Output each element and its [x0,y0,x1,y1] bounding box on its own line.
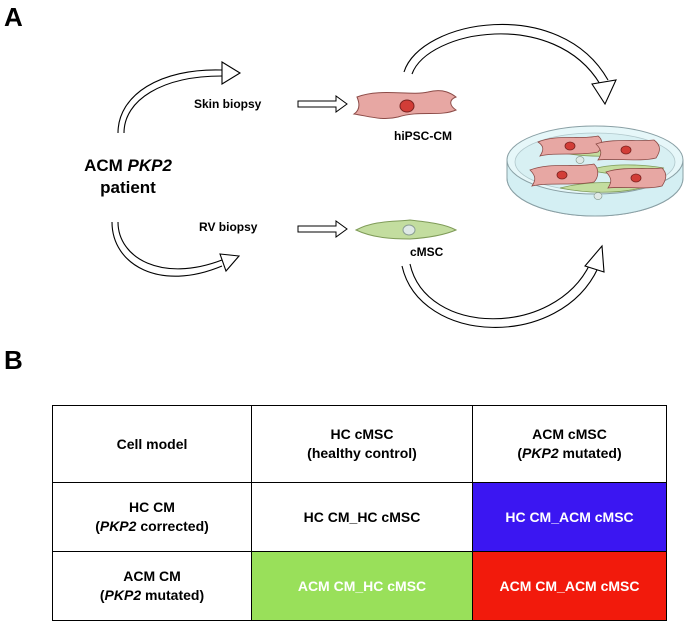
cell-acm-cm-hc-cmsc: ACM CM_HC cMSC [251,551,473,621]
row-hc-cm-rest: corrected) [136,518,209,534]
cmsc-cell-icon [354,219,458,240]
arrow-to-hipsc-cm [297,95,348,113]
patient-label-line2: patient [100,178,156,197]
curved-arrow-to-skin-biopsy [117,61,242,134]
table-header-hc-cmsc: HC cMSC (healthy control) [251,405,473,483]
arrow-to-cmsc [297,220,348,238]
header-acm-cmsc-gene: PKP2 [522,445,559,461]
panel-b-letter: B [4,345,23,375]
arc-arrow-cmsc-to-dish [401,244,605,328]
rv-biopsy-label: RV biopsy [199,220,258,234]
co-culture-matrix-table: Cell model HC cMSC (healthy control) ACM… [52,405,667,621]
cell-hc-cm-hc-cmsc: HC CM_HC cMSC [251,482,473,552]
table-header-acm-cmsc: ACM cMSC (PKP2 mutated) [472,405,667,483]
co-culture-dish-icon [506,125,684,217]
cmsc-label: cMSC [410,245,444,259]
row-acm-cm-line1: ACM CM [123,568,181,584]
row-header-acm-cm: ACM CM (PKP2 mutated) [52,551,252,621]
cell-acm-cm-acm-cmsc: ACM CM_ACM cMSC [472,551,667,621]
table-header-row: Cell model HC cMSC (healthy control) ACM… [52,405,667,483]
row-hc-cm-gene: PKP2 [99,518,137,534]
patient-label-prefix: ACM [84,156,128,175]
patient-label: ACM PKP2 patient [58,155,198,199]
hipsc-cm-cell-icon [352,90,458,119]
curved-arrow-to-rv-biopsy [111,221,241,277]
row-acm-cm-rest: mutated) [141,587,205,603]
table-row: HC CM (PKP2 corrected) HC CM_HC cMSC HC … [52,482,667,552]
header-hc-cmsc-line1: HC cMSC [330,426,394,442]
table-row: ACM CM (PKP2 mutated) ACM CM_HC cMSC ACM… [52,551,667,621]
header-hc-cmsc-line2: (healthy control) [307,445,417,461]
table-corner-cell: Cell model [52,405,252,483]
scheme-diagram [111,24,684,328]
skin-biopsy-label: Skin biopsy [194,97,262,111]
header-acm-cmsc-line2: (PKP2 mutated) [517,445,622,461]
header-acm-cmsc-rest: mutated) [558,445,622,461]
cell-hc-cm-acm-cmsc: HC CM_ACM cMSC [472,482,667,552]
row-acm-cm-line2: (PKP2 mutated) [99,587,205,603]
row-header-hc-cm: HC CM (PKP2 corrected) [52,482,252,552]
arc-arrow-cm-to-dish [403,24,617,106]
row-hc-cm-line1: HC CM [129,499,175,515]
row-acm-cm-gene: PKP2 [104,587,142,603]
hipsc-cm-label: hiPSC-CM [394,129,452,143]
row-hc-cm-line2: (PKP2 corrected) [95,518,209,534]
header-acm-cmsc-line1: ACM cMSC [532,426,607,442]
panel-a-letter: A [4,2,23,32]
patient-label-gene: PKP2 [127,156,172,175]
